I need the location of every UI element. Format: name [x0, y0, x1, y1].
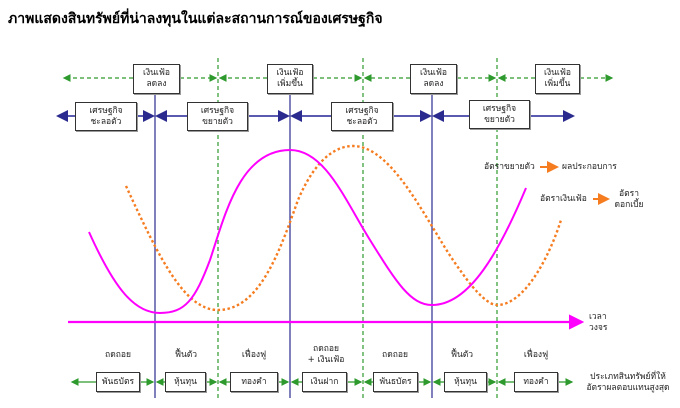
phase-label: ฟื้นตัว: [174, 350, 198, 360]
time-axis-label: เวลา วงจร: [589, 312, 608, 333]
phase-label: เฟื่องฟู: [523, 350, 549, 360]
inflation-box-rising: เงินเฟ้อ เพิ่มขึ้น: [267, 64, 313, 94]
asset-box-stocks: หุ้นทุน: [165, 372, 206, 392]
inflation-box-falling: เงินเฟ้อ ลดลง: [410, 64, 457, 94]
page-title: ภาพแสดงสินทรัพย์ที่น่าลงทุนในแต่ละสถานกา…: [8, 11, 383, 27]
asset-box-gold: ทองคำ: [514, 372, 558, 392]
economy-box-slowdown: เศรษฐกิจ ชะลอตัว: [75, 102, 137, 131]
asset-row-label: ประเภทสินทรัพย์ที่ให้ อัตราผลตอบแทนสูงสุ…: [586, 372, 670, 393]
phase-label: ฟื้นตัว: [450, 350, 474, 360]
legend-inflation-label: อัตราเงินเฟ้อ: [540, 194, 587, 204]
phase-label: ถดถอย + เงินเฟ้อ: [307, 344, 345, 365]
asset-box-gold: ทองคำ: [230, 372, 278, 392]
economy-box-expansion: เศรษฐกิจ ขยายตัว: [469, 100, 530, 129]
inflation-box-falling: เงินเฟ้อ ลดลง: [133, 64, 180, 94]
phase-label: ถดถอย: [105, 350, 131, 360]
inflation-box-rising: เงินเฟ้อ เพิ่มขึ้น: [535, 64, 580, 94]
economy-box-slowdown: เศรษฐกิจ ชะลอตัว: [331, 102, 393, 131]
legend-growth-target: ผลประกอบการ: [562, 162, 617, 172]
growth-curve: [88, 148, 527, 315]
economy-box-expansion: เศรษฐกิจ ขยายตัว: [187, 102, 248, 131]
asset-box-stocks: หุ้นทุน: [444, 372, 487, 392]
asset-box-deposits: เงินฝาก: [302, 372, 347, 392]
phase-label: ถดถอย: [382, 350, 408, 360]
asset-box-bonds: พันธบัตร: [96, 372, 140, 392]
phase-label: เฟื่องฟู: [241, 350, 267, 360]
legend-inflation-target: อัตรา ดอกเบี้ย: [614, 189, 644, 210]
legend-growth-label: อัตราขยายตัว: [484, 162, 535, 172]
asset-box-bonds: พันธบัตร: [373, 372, 418, 392]
inflation-curve: [124, 144, 563, 312]
